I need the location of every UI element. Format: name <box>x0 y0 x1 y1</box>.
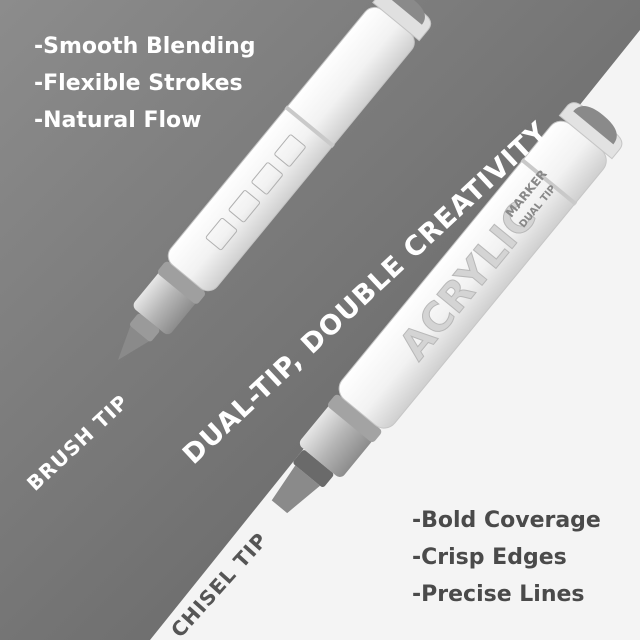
chisel-marker-cap-band <box>520 158 578 206</box>
brush-marker-cap-band <box>284 105 335 148</box>
brush-feature-item: -Flexible Strokes <box>34 71 243 96</box>
chisel-marker-end-tip <box>573 106 617 145</box>
brush-marker-end-tip <box>387 0 425 25</box>
brush-tip-base <box>129 313 160 342</box>
brush-feature-list: -Smooth Blending -Flexible Strokes -Natu… <box>34 28 256 139</box>
brush-marker-end <box>372 0 432 42</box>
brush-tip-sleeve-ring <box>157 261 206 304</box>
spec-box <box>205 217 238 251</box>
brush-tip-marker <box>118 0 432 360</box>
chisel-feature-item: -Precise Lines <box>412 582 585 607</box>
spec-box <box>251 162 283 195</box>
brush-feature-item: -Natural Flow <box>34 108 202 133</box>
chisel-tip-sleeve-ring <box>327 394 382 442</box>
chisel-tip <box>271 465 321 514</box>
chisel-tip-base <box>293 450 334 488</box>
brush-tip <box>118 326 149 360</box>
brush-feature-item: -Smooth Blending <box>34 34 256 59</box>
chisel-feature-list: -Bold Coverage -Crisp Edges -Precise Lin… <box>412 502 601 613</box>
chisel-feature-item: -Bold Coverage <box>412 508 601 533</box>
spec-box <box>228 190 260 223</box>
spec-box <box>274 134 306 167</box>
chisel-feature-item: -Crisp Edges <box>412 545 567 570</box>
